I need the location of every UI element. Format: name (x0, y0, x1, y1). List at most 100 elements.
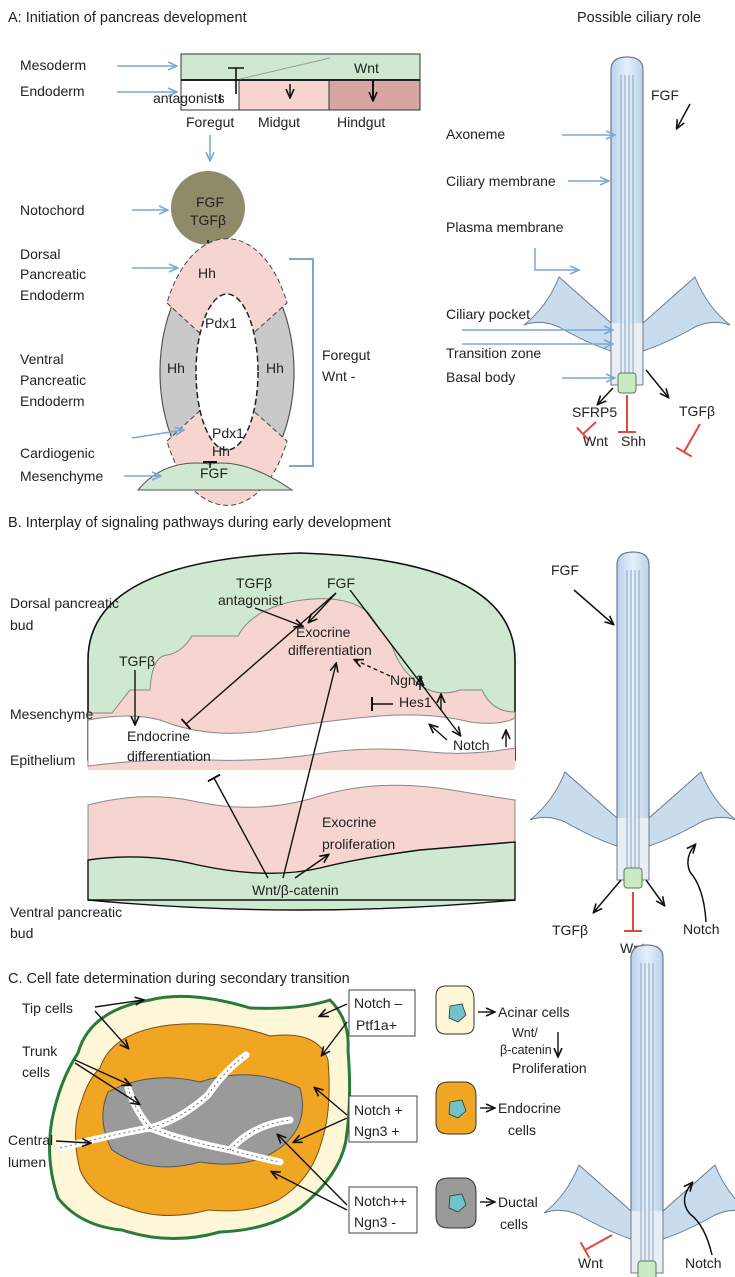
ventral-label-3: Endoderm (20, 393, 85, 409)
exocrine-diff-1: Exocrine (296, 624, 351, 640)
cilium-c-wnt: Wnt (578, 1255, 603, 1271)
cilium-b-fgf-arrow (574, 590, 613, 624)
central-lumen-label-2: lumen (8, 1154, 46, 1170)
transition-zone-label: Transition zone (446, 345, 541, 361)
ciliary-membrane-label: Ciliary membrane (446, 173, 556, 189)
tip-cells-label: Tip cells (22, 1000, 73, 1016)
endocrine-diff-2: differentiation (127, 748, 211, 764)
sfrp5-label: SFRP5 (572, 404, 617, 420)
epithelium-label: Epithelium (10, 752, 75, 768)
acinar-label: Acinar cells (498, 1004, 570, 1020)
plasma-membrane-label: Plasma membrane (446, 219, 564, 235)
endocrine-diff-1: Endocrine (127, 728, 190, 744)
cilium-a-fgf: FGF (651, 87, 679, 103)
box2-line1: Notch + (354, 1102, 403, 1118)
cardio-label-1: Cardiogenic (20, 445, 95, 461)
endocrine-label-1: Endocrine (498, 1100, 561, 1116)
exocrine-diff-2: differentiation (288, 642, 372, 658)
mesenchyme-label: Mesenchyme (10, 706, 93, 722)
endoderm-label: Endoderm (20, 83, 85, 99)
foregut-label: Foregut (186, 114, 234, 130)
wnt-bcatenin-label: Wnt/β-catenin (252, 882, 339, 898)
tgfb-antagonist-1: TGFβ (236, 575, 272, 591)
cilium-a-fgf-arrow (677, 104, 690, 128)
panel-a-ciliary-title: Possible ciliary role (577, 10, 701, 26)
cilium-a-wnt: Wnt (583, 433, 608, 449)
wnt-bcat-c-1: Wnt/ (512, 1026, 538, 1040)
axoneme-label: Axoneme (446, 126, 505, 142)
cilium-b-notch-arrow (688, 845, 706, 922)
wnt-bcat-c-2: β-catenin (500, 1043, 552, 1057)
proliferation-label: Proliferation (512, 1060, 587, 1076)
notochord-fgf: FGF (196, 194, 224, 210)
ventral-bud-1: Ventral pancreatic (10, 904, 122, 920)
tgfb-antagonist-2: antagonist (218, 592, 283, 608)
panel-b-fgf: FGF (327, 575, 355, 591)
cilium-b-tgfb-arrow (594, 880, 621, 912)
hindgut-region (329, 80, 420, 110)
fgf-bottom: FGF (200, 465, 228, 481)
dorsal-label-1: Dorsal (20, 246, 60, 262)
basal-body-label: Basal body (446, 369, 515, 385)
foregut-wnt-2: Wnt - (322, 368, 356, 384)
hindgut-label: Hindgut (337, 114, 385, 130)
central-lumen-label-1: Central (8, 1132, 53, 1148)
panel-a-title: A: Initiation of pancreas development (8, 10, 247, 26)
exocrine-prolif-2: proliferation (322, 836, 395, 852)
ciliary-pocket-label: Ciliary pocket (446, 306, 530, 322)
cilium-b-out-arrow (646, 880, 664, 905)
cilium-c-notch: Notch (685, 1255, 722, 1271)
box3-line2: Ngn3 - (354, 1214, 396, 1230)
sfrp5-arrow (598, 388, 613, 404)
pdx1-top: Pdx1 (205, 315, 237, 331)
hes1-label: Hes1 (399, 694, 432, 710)
foregut-wnt-1: Foregut (322, 347, 370, 363)
cardio-label-2: Mesenchyme (20, 468, 103, 484)
hh-left: Hh (167, 360, 185, 376)
hh-bottom: Hh (212, 443, 230, 459)
cilium-c-wnt-inhibit (585, 1235, 612, 1250)
ventral-label-1: Ventral (20, 351, 64, 367)
notochord-tgfb: TGFβ (190, 212, 226, 228)
box3-line1: Notch++ (354, 1193, 407, 1209)
panel-b-tgfb: TGFβ (119, 653, 155, 669)
ventral-label-2: Pancreatic (20, 372, 86, 388)
dorsal-label-2: Pancreatic (20, 266, 86, 282)
cilium-panel-c (544, 945, 735, 1277)
ductal-label-1: Ductal (498, 1194, 538, 1210)
box1-line2: Ptf1a+ (356, 1017, 397, 1033)
plasma-membrane-pointer (535, 248, 578, 270)
tgfb-out-arrow (646, 370, 668, 397)
trunk-label-2: cells (22, 1064, 50, 1080)
cilium-panel-b (530, 552, 735, 888)
ventral-bud-2: bud (10, 925, 33, 941)
panel-b-title: B. Interplay of signaling pathways durin… (8, 515, 391, 531)
exocrine-prolif-1: Exocrine (322, 814, 377, 830)
notochord-label: Notochord (20, 202, 85, 218)
ductal-label-2: cells (500, 1216, 528, 1232)
pdx1-bottom: Pdx1 (212, 425, 244, 441)
hh-top: Hh (198, 265, 216, 281)
trunk-label-1: Trunk (22, 1043, 58, 1059)
wnt-label: Wnt (354, 60, 379, 76)
cilium-b-notch: Notch (683, 921, 720, 937)
mesoderm-label: Mesoderm (20, 57, 86, 73)
box1-line1: Notch – (354, 995, 402, 1011)
cilium-b-fgf: FGF (551, 562, 579, 578)
panel-b-notch: Notch (453, 737, 490, 753)
tgfb-inhibit (684, 424, 700, 452)
midgut-region (239, 80, 329, 110)
endocrine-label-2: cells (508, 1122, 536, 1138)
midgut-label: Midgut (258, 114, 300, 130)
dorsal-bud-2: bud (10, 617, 33, 633)
hh-right: Hh (266, 360, 284, 376)
cilium-a-shh: Shh (621, 433, 646, 449)
box2-line2: Ngn3 + (354, 1123, 400, 1139)
mesoderm-band (181, 54, 420, 80)
cilium-b-tgfb: TGFβ (552, 922, 588, 938)
panel-c-title: C. Cell fate determination during second… (8, 971, 350, 987)
dorsal-bud-1: Dorsal pancreatic (10, 595, 119, 611)
dorsal-label-3: Endoderm (20, 287, 85, 303)
cilium-a-tgfb: TGFβ (679, 403, 715, 419)
